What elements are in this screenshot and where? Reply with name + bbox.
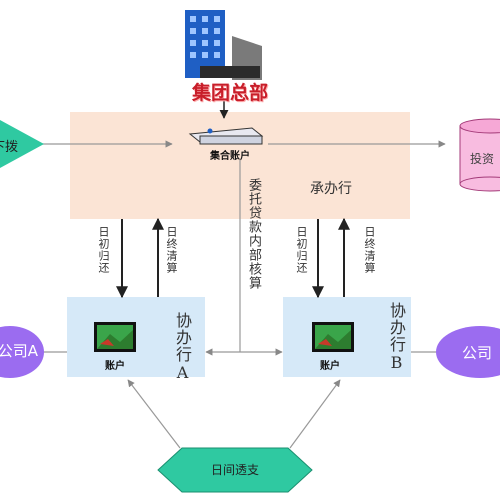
clear-right-label: 日终清算 (363, 226, 376, 274)
left-node-shape (0, 120, 44, 168)
clear-left-label: 日终清算 (165, 226, 178, 274)
database-shape (459, 118, 500, 192)
left-node-label: 下拨 (0, 140, 19, 155)
right-node-label: 投资 (470, 152, 495, 166)
company-a-shape (0, 326, 44, 378)
sweep-right-label: 日初归还 (295, 226, 308, 274)
entrust-note: 委托贷款内部核算 (246, 178, 261, 290)
pooled-account-label: 集合账户 (210, 151, 250, 162)
branch-a-account-icon (94, 322, 136, 352)
company-a-label: 公司A (0, 342, 38, 360)
branch-a-name: 协办行A (173, 312, 192, 383)
hq-label: 集团总部 (191, 82, 268, 104)
company-b-shape (436, 326, 500, 378)
company-a-clip: 公司A (0, 340, 38, 364)
overdraft-arrow-b (289, 379, 341, 449)
branch-b-name: 协办行B (387, 302, 406, 373)
main-bank-name: 承办行 (310, 181, 352, 197)
branch-b-account-label: 账户 (320, 361, 340, 372)
overdraft-arrow-a (127, 379, 181, 449)
overdraft-label: 日间透支 (210, 463, 259, 477)
hq-building-icon (185, 10, 262, 80)
sweep-left-label: 日初归还 (97, 226, 110, 274)
company-b-label: 公司 (462, 344, 493, 362)
branch-a-account-label: 账户 (105, 361, 125, 372)
branch-b-account-icon (312, 322, 354, 352)
server-icon (188, 127, 264, 145)
overdraft-shape (157, 447, 313, 493)
